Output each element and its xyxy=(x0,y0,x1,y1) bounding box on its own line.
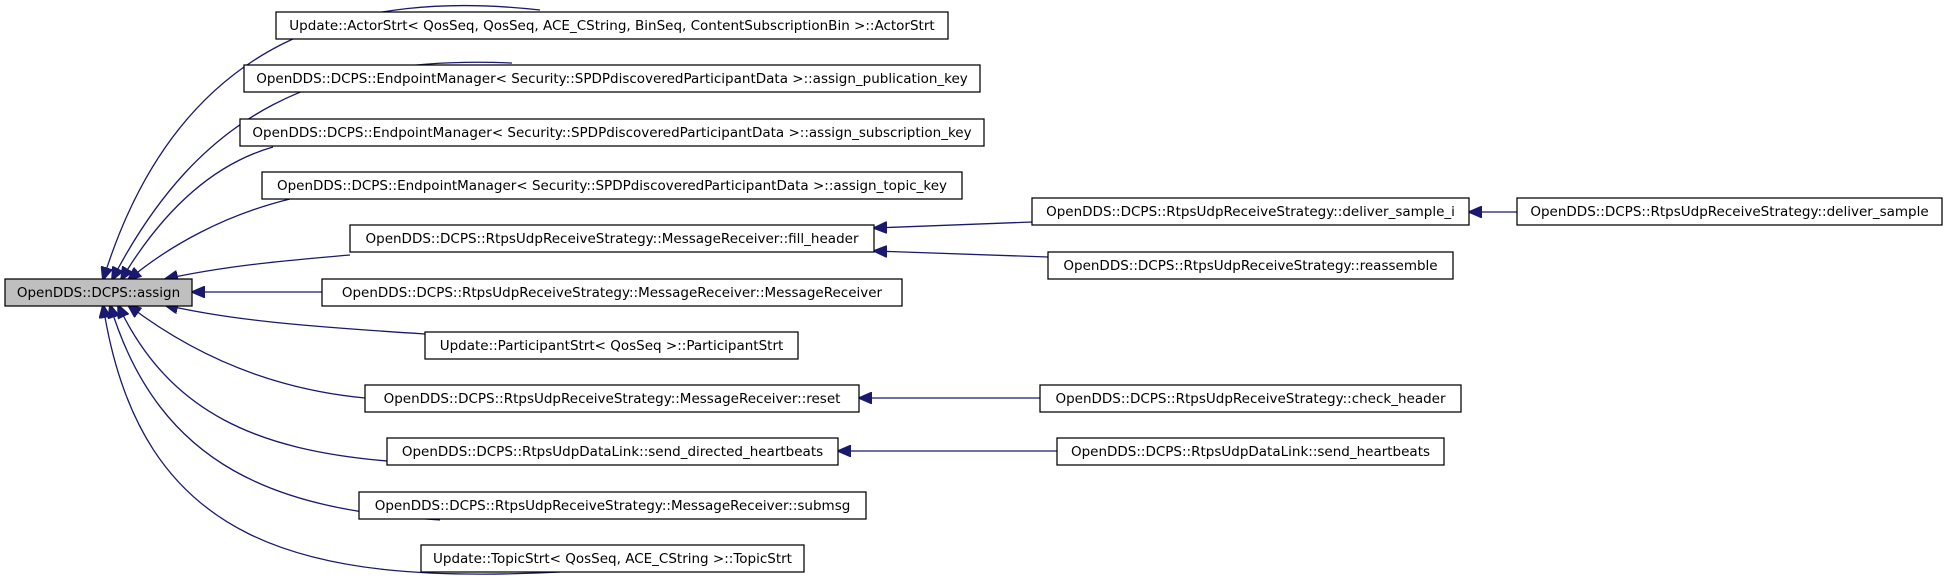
node-assign-topic-key[interactable]: OpenDDS::DCPS::EndpointManager< Security… xyxy=(261,171,963,200)
edge-topicstrt-to-assign xyxy=(103,305,561,575)
node-reset-label: OpenDDS::DCPS::RtpsUdpReceiveStrategy::M… xyxy=(384,391,841,407)
node-participantstrt[interactable]: Update::ParticipantStrt< QosSeq >::Parti… xyxy=(424,331,799,360)
node-assign-root[interactable]: OpenDDS::DCPS::assign xyxy=(4,278,193,307)
node-topicstrt-label: Update::TopicStrt< QosSeq, ACE_CString >… xyxy=(433,551,792,567)
node-send-directed-heartbeats-label: OpenDDS::DCPS::RtpsUdpDataLink::send_dir… xyxy=(402,444,823,460)
edge-participantstrt-to-assign xyxy=(165,305,426,335)
node-messagereceiver[interactable]: OpenDDS::DCPS::RtpsUdpReceiveStrategy::M… xyxy=(321,278,903,307)
node-assign-topic-key-label: OpenDDS::DCPS::EndpointManager< Security… xyxy=(277,178,947,194)
node-deliver-sample-label: OpenDDS::DCPS::RtpsUdpReceiveStrategy::d… xyxy=(1530,204,1928,220)
node-topicstrt[interactable]: Update::TopicStrt< QosSeq, ACE_CString >… xyxy=(420,544,805,573)
node-reassemble-label: OpenDDS::DCPS::RtpsUdpReceiveStrategy::r… xyxy=(1063,258,1437,274)
edge-assign-subscription-key-to-assign xyxy=(121,146,274,280)
edge-send-directed-heartbeats-to-assign xyxy=(118,305,388,462)
edge-deliver-sample-i-to-fill-header xyxy=(874,221,1033,228)
edge-assign-publication-key-to-assign xyxy=(112,61,513,280)
node-assign-publication-key-label: OpenDDS::DCPS::EndpointManager< Security… xyxy=(256,71,968,87)
node-deliver-sample[interactable]: OpenDDS::DCPS::RtpsUdpReceiveStrategy::d… xyxy=(1516,197,1943,226)
node-participantstrt-label: Update::ParticipantStrt< QosSeq >::Parti… xyxy=(440,338,784,354)
node-reset[interactable]: OpenDDS::DCPS::RtpsUdpReceiveStrategy::M… xyxy=(364,384,860,413)
edge-assign-topic-key-to-assign xyxy=(128,198,291,280)
node-deliver-sample-i-label: OpenDDS::DCPS::RtpsUdpReceiveStrategy::d… xyxy=(1046,204,1455,220)
edges xyxy=(103,4,1517,575)
node-send-heartbeats[interactable]: OpenDDS::DCPS::RtpsUdpDataLink::send_hea… xyxy=(1056,437,1445,466)
node-actorstrt[interactable]: Update::ActorStrt< QosSeq, QosSeq, ACE_C… xyxy=(275,11,949,40)
edge-reset-to-assign xyxy=(128,305,366,399)
node-actorstrt-label: Update::ActorStrt< QosSeq, QosSeq, ACE_C… xyxy=(289,18,934,34)
node-assign-subscription-key[interactable]: OpenDDS::DCPS::EndpointManager< Security… xyxy=(239,118,985,147)
node-deliver-sample-i[interactable]: OpenDDS::DCPS::RtpsUdpReceiveStrategy::d… xyxy=(1031,197,1470,226)
node-reassemble[interactable]: OpenDDS::DCPS::RtpsUdpReceiveStrategy::r… xyxy=(1047,251,1454,280)
node-check-header[interactable]: OpenDDS::DCPS::RtpsUdpReceiveStrategy::c… xyxy=(1039,384,1462,413)
node-assign-root-label: OpenDDS::DCPS::assign xyxy=(17,285,180,301)
node-submsg[interactable]: OpenDDS::DCPS::RtpsUdpReceiveStrategy::M… xyxy=(358,491,867,520)
node-assign-subscription-key-label: OpenDDS::DCPS::EndpointManager< Security… xyxy=(252,125,971,141)
node-send-heartbeats-label: OpenDDS::DCPS::RtpsUdpDataLink::send_hea… xyxy=(1071,444,1430,460)
node-fill-header[interactable]: OpenDDS::DCPS::RtpsUdpReceiveStrategy::M… xyxy=(349,224,875,253)
edge-reassemble-to-fill-header xyxy=(874,251,1049,258)
node-check-header-label: OpenDDS::DCPS::RtpsUdpReceiveStrategy::c… xyxy=(1055,391,1446,407)
node-fill-header-label: OpenDDS::DCPS::RtpsUdpReceiveStrategy::M… xyxy=(366,231,859,247)
nodes: OpenDDS::DCPS::assign Update::ActorStrt<… xyxy=(4,11,1943,573)
edge-actorstrt-to-assign xyxy=(103,4,541,280)
edge-fill-header-to-assign xyxy=(165,254,351,279)
node-send-directed-heartbeats[interactable]: OpenDDS::DCPS::RtpsUdpDataLink::send_dir… xyxy=(386,437,839,466)
node-submsg-label: OpenDDS::DCPS::RtpsUdpReceiveStrategy::M… xyxy=(375,498,851,514)
node-assign-publication-key[interactable]: OpenDDS::DCPS::EndpointManager< Security… xyxy=(243,64,981,93)
node-messagereceiver-label: OpenDDS::DCPS::RtpsUdpReceiveStrategy::M… xyxy=(342,285,883,301)
